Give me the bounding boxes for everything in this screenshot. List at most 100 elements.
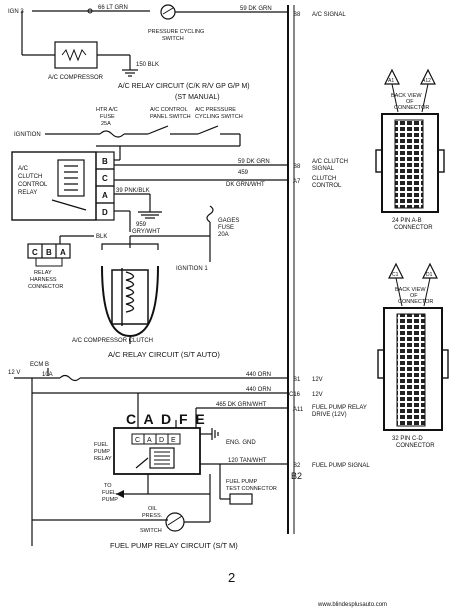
relay-label-2: CLUTCH bbox=[18, 174, 42, 180]
relay-pin-b: B bbox=[102, 157, 108, 166]
wire-440-b-label: 440 ORN bbox=[246, 387, 271, 393]
pin-a11: A11 bbox=[293, 407, 304, 413]
clutch-control-label: CLUTCH bbox=[312, 176, 336, 182]
htr-fuse-label: HTR A/C bbox=[96, 107, 118, 113]
test-conn-label: FUEL PUMP bbox=[226, 479, 258, 485]
relay-harness-connector: C B A RELAY HARNESS CONNECTOR bbox=[27, 243, 71, 290]
oil-switch-label-3: SWITCH bbox=[140, 528, 162, 534]
cycling-switch-icon bbox=[197, 125, 219, 135]
fuel-relay-label-3: RELAY bbox=[94, 456, 112, 462]
wire-959-label: 959 bbox=[136, 222, 147, 228]
clutch-signal-label: A/C CLUTCH bbox=[312, 159, 348, 165]
clutch-control-label-2: CONTROL bbox=[312, 183, 342, 189]
gages-fuse-label-2: FUSE bbox=[218, 225, 234, 231]
fuel-relay-pin-c: C bbox=[135, 437, 140, 444]
pressure-switch-label-2: SWITCH bbox=[162, 36, 184, 42]
wire-150-label: 150 BLK bbox=[136, 62, 159, 68]
panel-switch-label-2: PANEL SWITCH bbox=[150, 114, 191, 120]
connector-b: C1 D1 BACK VIEW OF CONNECTOR 32 PIN C-D … bbox=[377, 262, 449, 449]
wire-59-label: 59 DK GRN bbox=[238, 159, 270, 165]
pressure-switch-label: PRESSURE CYCLING bbox=[148, 29, 204, 35]
wire-120-label: 120 TAN/WHT bbox=[228, 458, 267, 464]
gages-fuse-icon bbox=[206, 205, 214, 223]
htr-fuse-label-3: 25A bbox=[101, 121, 111, 127]
pin-a7: A7 bbox=[293, 179, 301, 185]
pin-b2: B2 bbox=[293, 463, 301, 469]
harness-pin-a: A bbox=[60, 248, 66, 257]
bottom-caption: FUEL PUMP RELAY CIRCUIT (S/T M) bbox=[110, 541, 238, 550]
connector-b-mark-1: C1 bbox=[392, 272, 399, 278]
wire-440-a-label: 440 ORN bbox=[246, 372, 271, 378]
volts-label: 12 V bbox=[8, 370, 20, 376]
harness-pin-b: B bbox=[46, 248, 52, 257]
connector-b-label: BACK VIEW bbox=[395, 287, 426, 293]
wire-459-label-2: DK GRN/WHT bbox=[226, 182, 265, 188]
compressor-label: A/C COMPRESSOR bbox=[48, 75, 104, 81]
wire-459-label: 459 bbox=[238, 170, 249, 176]
test-connector-box bbox=[229, 493, 253, 505]
pin-c16: C16 bbox=[289, 392, 301, 398]
gages-fuse-label-3: 20A bbox=[218, 232, 229, 238]
connector-b-mark-2: D1 bbox=[426, 272, 433, 278]
fuel-relay-label-2: PUMP bbox=[94, 449, 110, 455]
connector-b-name-2: CONNECTOR bbox=[396, 443, 435, 449]
connector-a-name: 24 PIN A-B bbox=[392, 218, 422, 224]
connector-b-label-3: CONNECTOR bbox=[398, 299, 433, 305]
fuse-icon bbox=[99, 130, 125, 138]
top-caption: A/C RELAY CIRCUIT (C/K R/V GP G/P M) bbox=[118, 83, 250, 90]
page-number: 2 bbox=[228, 570, 235, 585]
gages-fuse-label: GAGES bbox=[218, 218, 239, 224]
harness-label-2: HARNESS bbox=[30, 277, 57, 283]
relay-coil-icon bbox=[57, 159, 85, 197]
wire-59-top-label: 59 DK GRN bbox=[240, 6, 272, 12]
pressure-switch-icon bbox=[160, 4, 176, 20]
ecm-label: ECM B bbox=[30, 362, 49, 368]
middle-caption: A/C RELAY CIRCUIT (S/T AUTO) bbox=[108, 350, 220, 359]
watermark: www.blindesplusauto.com bbox=[317, 602, 387, 608]
panel-switch-icon bbox=[147, 125, 169, 135]
handwritten-letters: C A D F E bbox=[126, 411, 207, 427]
oil-pressure-switch-icon bbox=[165, 512, 185, 532]
12v-a-label: 12V bbox=[312, 377, 323, 383]
connector-a-mark-1: A1 bbox=[388, 78, 394, 84]
relay-pin-column: B C A D bbox=[95, 151, 115, 221]
connector-a-label-3: CONNECTOR bbox=[394, 105, 429, 111]
ignition-1-label: IGNITION 1 bbox=[176, 266, 208, 272]
compressor-clutch-label: A/C COMPRESSOR CLUTCH bbox=[72, 338, 153, 344]
oil-switch-label-2: PRESS. bbox=[142, 513, 163, 519]
harness-label-3: CONNECTOR bbox=[28, 284, 63, 290]
panel-switch-label: A/C CONTROL bbox=[150, 107, 188, 113]
pin-b2-hand: B2 bbox=[291, 471, 302, 481]
relay-pin-d: D bbox=[102, 208, 108, 217]
fuse-10a-icon bbox=[59, 374, 81, 382]
ignition-label: IGNITION bbox=[14, 132, 41, 138]
wire-66-label: 66 LT GRN bbox=[98, 5, 128, 11]
ign3-label: IGN 3 bbox=[8, 9, 24, 15]
clutch-signal-label-2: SIGNAL bbox=[312, 166, 335, 172]
to-pump-label-2: FUEL bbox=[102, 490, 116, 496]
connector-a-mark-2: A12 bbox=[422, 78, 431, 84]
wire-465-label: 465 DK GRN/WHT bbox=[216, 402, 267, 408]
compressor-clutch bbox=[101, 236, 159, 344]
relay-drive-label: FUEL PUMP RELAY bbox=[312, 405, 367, 411]
oil-switch-label: OIL bbox=[148, 506, 157, 512]
bottom-circuit: ECM B 12 V 10A 440 ORN B1 12V 440 ORN C1… bbox=[8, 362, 370, 550]
fuel-relay-pin-e: E bbox=[171, 437, 176, 444]
connector-a-name-2: CONNECTOR bbox=[394, 225, 433, 231]
connector-b-name: 32 PIN C-D bbox=[392, 436, 423, 442]
fuel-relay-label: FUEL bbox=[94, 442, 108, 448]
connector-a-label: BACK VIEW bbox=[391, 93, 422, 99]
test-conn-label-2: TEST CONNECTOR bbox=[226, 486, 277, 492]
pin-b8: B8 bbox=[293, 164, 301, 170]
fuse-10a-label: 10A bbox=[42, 372, 53, 378]
wire-959-label-2: GRY/WHT bbox=[132, 229, 161, 235]
harness-pin-c: C bbox=[32, 248, 38, 257]
cycling-switch-label-2: CYCLING SWITCH bbox=[195, 114, 243, 120]
eng-gnd-label: ENG. GND bbox=[226, 440, 256, 446]
fuel-relay-pin-a: A bbox=[147, 437, 152, 444]
fuel-relay-box bbox=[113, 427, 201, 475]
top-circuit: IGN 3 66 LT GRN PRESSURE CYCLING SWITCH … bbox=[8, 4, 346, 101]
pin-b8-top: B8 bbox=[293, 12, 301, 18]
middle-circuit: HTR A/C FUSE 25A A/C CONTROL PANEL SWITC… bbox=[11, 107, 348, 359]
